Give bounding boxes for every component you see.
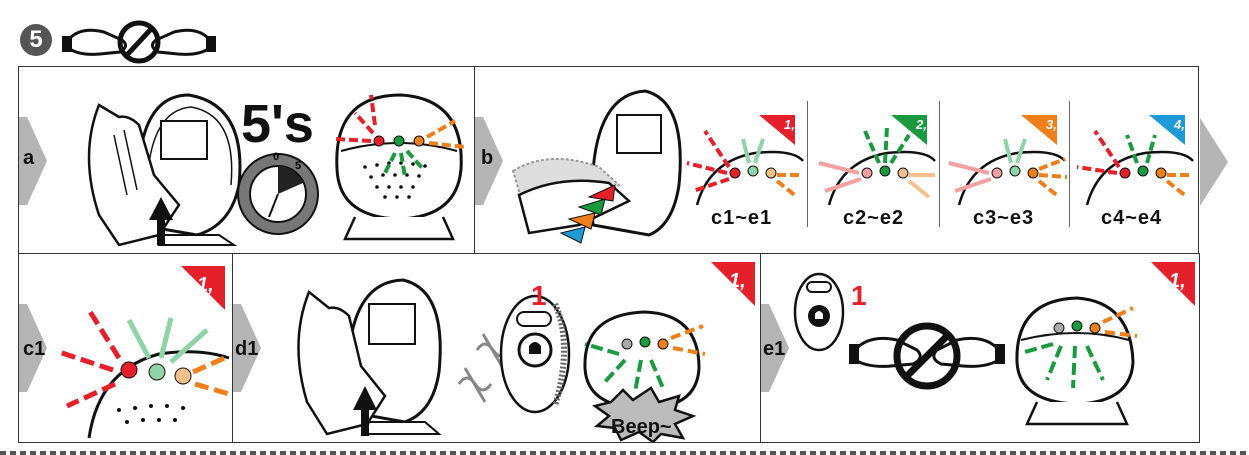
receiver-device-illustration — [69, 75, 249, 250]
c1-ordinal: 1, — [197, 274, 214, 297]
step-number: 5 — [26, 26, 46, 54]
b-divider-2 — [939, 101, 940, 227]
timer-text: 5's — [241, 93, 314, 155]
b-divider-1 — [807, 101, 808, 227]
panel-label-c1: c1 — [23, 338, 45, 361]
panel-label-b: b — [481, 147, 493, 170]
dial-zero-label: 0 — [273, 151, 279, 163]
step-header: 5 — [18, 18, 218, 66]
b-ordinal-3: 3, — [1046, 117, 1057, 132]
d1-sound-text: Beep~ — [611, 416, 672, 439]
panel-label-d1: d1 — [235, 338, 258, 361]
b-caption-3: c3~e3 — [973, 207, 1034, 230]
no-handshake-icon — [60, 20, 220, 64]
panel-c1: c1 1, — [18, 253, 233, 443]
d1-press-illustration — [269, 262, 449, 440]
e1-no-handshake-icon — [847, 320, 1007, 392]
b-caption-1: c1~e1 — [711, 207, 772, 230]
panel-label-a: a — [23, 147, 34, 170]
d1-ordinal: 1, — [729, 270, 746, 293]
next-step-arrow — [1200, 118, 1228, 206]
b-divider-3 — [1069, 101, 1070, 227]
device-with-hand-illustration — [509, 75, 685, 250]
b-caption-4: c4~e4 — [1101, 207, 1162, 230]
stopwatch-icon — [235, 151, 321, 237]
b-ordinal-2: 2, — [916, 117, 927, 132]
d1-button-number: 1 — [531, 280, 547, 312]
panel-d1: d1 1 Beep~ 1, — [232, 253, 761, 443]
e1-speaker-illustration — [1011, 284, 1141, 434]
bottom-dashed-border — [0, 451, 1249, 455]
dial-five-label: 5 — [295, 160, 301, 172]
e1-button-number: 1 — [851, 280, 867, 312]
e1-remote-icon — [791, 272, 851, 356]
panel-e1: e1 1 1, — [760, 253, 1200, 443]
panel-b: b 1, c1~e1 2, c2~e2 — [474, 66, 1199, 254]
b-caption-2: c2~e2 — [843, 207, 904, 230]
e1-ordinal: 1, — [1169, 270, 1186, 293]
panel-label-e1: e1 — [763, 338, 785, 361]
speaker-unit-illustration — [325, 77, 470, 247]
b-ordinal-1: 1, — [784, 117, 795, 132]
b-ordinal-4: 4, — [1174, 117, 1185, 132]
panel-a: a 5's 0 5 — [18, 66, 475, 254]
